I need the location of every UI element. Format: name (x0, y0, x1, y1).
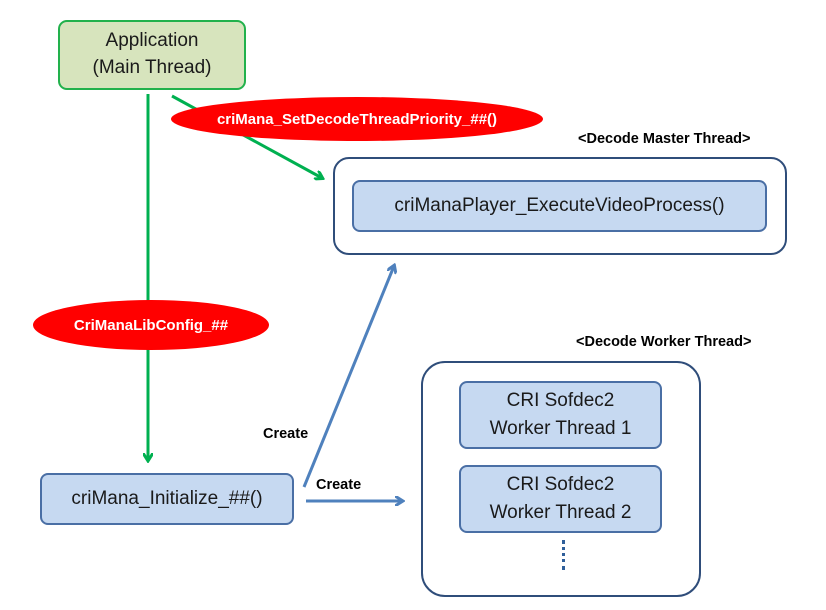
set-decode-priority-label: criMana_SetDecodeThreadPriority_##() (216, 110, 498, 128)
lib-config-call: CriManaLibConfig_## (33, 300, 269, 350)
initialize-box: criMana_Initialize_##() (40, 473, 294, 525)
application-subtitle: (Main Thread) (92, 57, 212, 78)
worker-thread-name: Worker Thread 1 (489, 418, 632, 439)
set-decode-priority-call: criMana_SetDecodeThreadPriority_##() (171, 97, 543, 141)
create-worker-label: Create (316, 477, 362, 493)
worker-thread-box: CRI Sofdec2 Worker Thread 1 (459, 381, 662, 449)
execute-video-process-box: criManaPlayer_ExecuteVideoProcess() (352, 180, 767, 232)
lib-config-label: CriManaLibConfig_## (73, 316, 229, 334)
more-workers-ellipsis (562, 540, 568, 570)
worker-thread-title: CRI Sofdec2 (506, 474, 615, 496)
create-master-label: Create (263, 426, 309, 442)
worker-thread-title: CRI Sofdec2 (506, 390, 615, 412)
worker-thread-name: Worker Thread 2 (489, 502, 632, 523)
initialize-label: criMana_Initialize_##() (71, 487, 263, 509)
application-title: Application (105, 30, 199, 52)
arrow-create-master (302, 266, 394, 488)
execute-video-process-label: criManaPlayer_ExecuteVideoProcess() (394, 194, 725, 216)
decode-worker-thread-label: <Decode Worker Thread> (576, 334, 752, 350)
decode-master-thread-label: <Decode Master Thread> (578, 131, 751, 147)
worker-thread-box: CRI Sofdec2 Worker Thread 2 (459, 465, 662, 533)
application-main-thread-box: Application (Main Thread) (58, 20, 246, 90)
